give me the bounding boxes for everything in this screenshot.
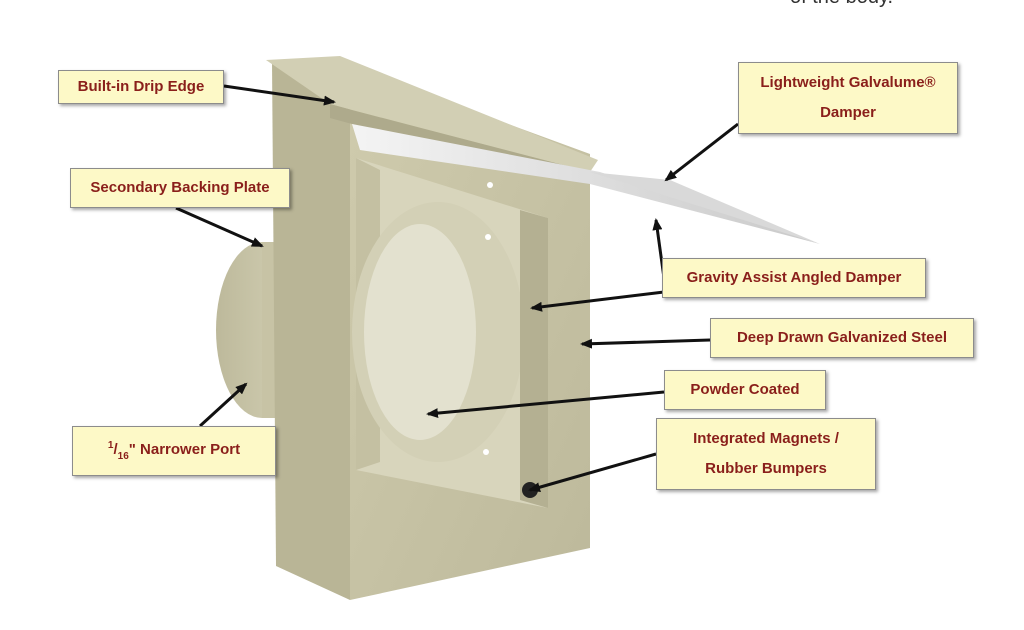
callout-powder-coated-label: Powder Coated	[690, 381, 800, 398]
vent-body	[272, 62, 590, 600]
port-fraction-numerator: 1	[107, 440, 114, 451]
callout-gravity-damper-label: Gravity Assist Angled Damper	[686, 269, 902, 286]
port-fraction-slash: /	[113, 441, 118, 458]
callout-galvalume-line2: Damper	[820, 104, 876, 121]
callout-galvalume-line1: Lightweight Galvalume®	[760, 74, 936, 91]
callout-drip-edge-label: Built-in Drip Edge	[77, 78, 205, 95]
callout-drip-edge: Built-in Drip Edge	[58, 70, 224, 104]
angled-damper	[352, 124, 820, 244]
callout-backing-plate-label: Secondary Backing Plate	[90, 179, 270, 196]
top-caption-fragment: of the body.	[790, 0, 893, 9]
callout-deep-drawn-label: Deep Drawn Galvanized Steel	[736, 329, 948, 346]
callout-galvalume-damper: Lightweight Galvalume® Damper	[738, 62, 958, 134]
callout-deep-drawn-steel: Deep Drawn Galvanized Steel	[710, 318, 974, 358]
callout-magnets-line2: Rubber Bumpers	[705, 460, 827, 477]
callout-port-label: 1/16" Narrower Port	[108, 435, 240, 467]
callout-powder-coated: Powder Coated	[664, 370, 826, 410]
port-text: " Narrower Port	[128, 441, 241, 458]
callout-magnets-line1: Integrated Magnets /	[693, 430, 839, 447]
callout-narrower-port: 1/16" Narrower Port	[72, 426, 276, 476]
callout-gravity-damper: Gravity Assist Angled Damper	[662, 258, 926, 298]
callout-backing-plate: Secondary Backing Plate	[70, 168, 290, 208]
port-fraction-denominator: 16	[117, 451, 129, 462]
callout-magnets-bumpers: Integrated Magnets / Rubber Bumpers	[656, 418, 876, 490]
